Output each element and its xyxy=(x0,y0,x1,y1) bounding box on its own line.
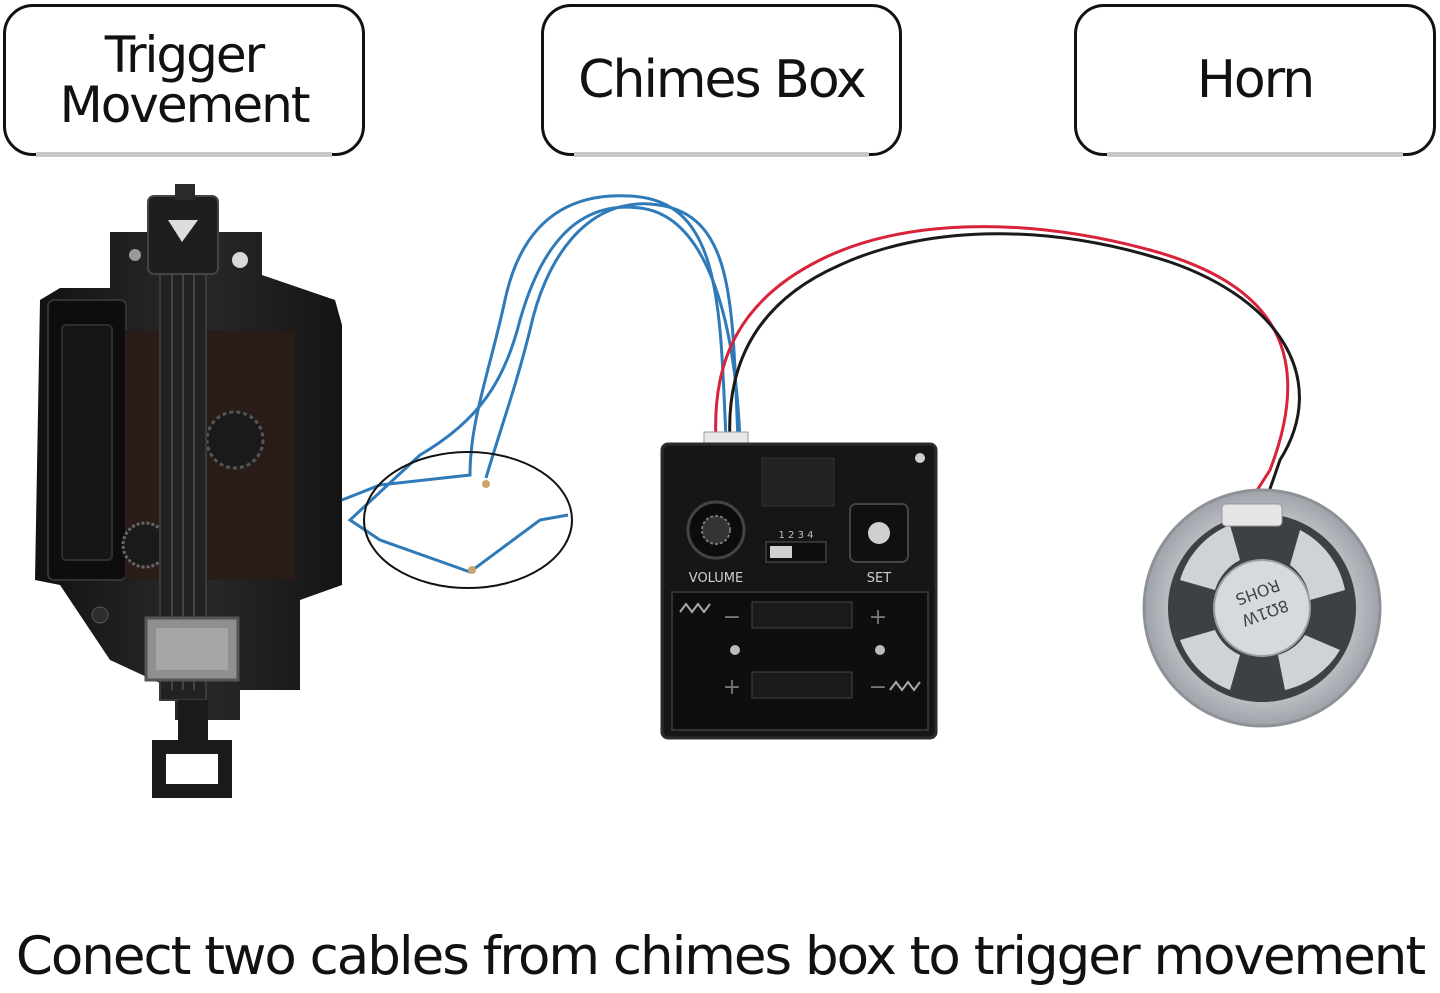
solder-point xyxy=(468,566,476,574)
plus-icon: + xyxy=(723,675,741,700)
black-wire xyxy=(728,232,1301,513)
pendulum-bottom-loop xyxy=(152,740,232,798)
mount-hole xyxy=(915,453,925,463)
red-wire xyxy=(714,225,1290,521)
trigger-movement xyxy=(35,184,342,798)
plus-icon: + xyxy=(869,605,887,630)
chimes-box-device: VOLUME 1 2 3 4 SET + − + − xyxy=(660,431,938,740)
caption: Conect two cables from chimes box to tri… xyxy=(15,926,1426,987)
battery-slot xyxy=(61,324,113,561)
label-underline xyxy=(574,152,869,157)
set-label: SET xyxy=(867,571,891,586)
label-trigger-line2: Movement xyxy=(59,76,311,134)
switch-numbers: 1 2 3 4 xyxy=(779,530,814,541)
minus-icon: − xyxy=(869,675,887,700)
screw-icon xyxy=(129,249,141,261)
speaker-wires xyxy=(714,225,1301,521)
spring-icon xyxy=(679,602,711,614)
label-chimes-text: Chimes Box xyxy=(578,50,867,110)
connection-highlight xyxy=(363,451,573,589)
label-underline xyxy=(1107,152,1403,157)
label-underline xyxy=(36,152,332,157)
label-horn: Horn xyxy=(1074,4,1436,157)
label-horn-text: Horn xyxy=(1196,50,1315,110)
battery-slot xyxy=(751,671,853,699)
volume-label: VOLUME xyxy=(689,571,743,586)
blue-wire xyxy=(484,202,740,479)
chimes-box-window xyxy=(761,457,835,507)
gear-icon xyxy=(205,410,265,470)
solder-point xyxy=(482,480,490,488)
speaker-terminal xyxy=(1221,503,1283,527)
blue-wires xyxy=(341,194,742,574)
spring-icon xyxy=(889,680,921,692)
set-button xyxy=(868,522,890,544)
minus-icon: − xyxy=(723,605,741,630)
battery-slot xyxy=(751,601,853,629)
screw-icon xyxy=(232,252,248,268)
label-trigger-line1: Trigger xyxy=(104,26,265,84)
blue-wire xyxy=(347,205,742,574)
screw-icon xyxy=(91,606,109,624)
label-trigger-movement: Trigger Movement xyxy=(3,4,365,157)
horn-speaker: 8Ω1W ROHS xyxy=(1142,488,1382,728)
speaker-magnet xyxy=(1213,559,1311,657)
label-chimes-box: Chimes Box xyxy=(541,4,902,157)
